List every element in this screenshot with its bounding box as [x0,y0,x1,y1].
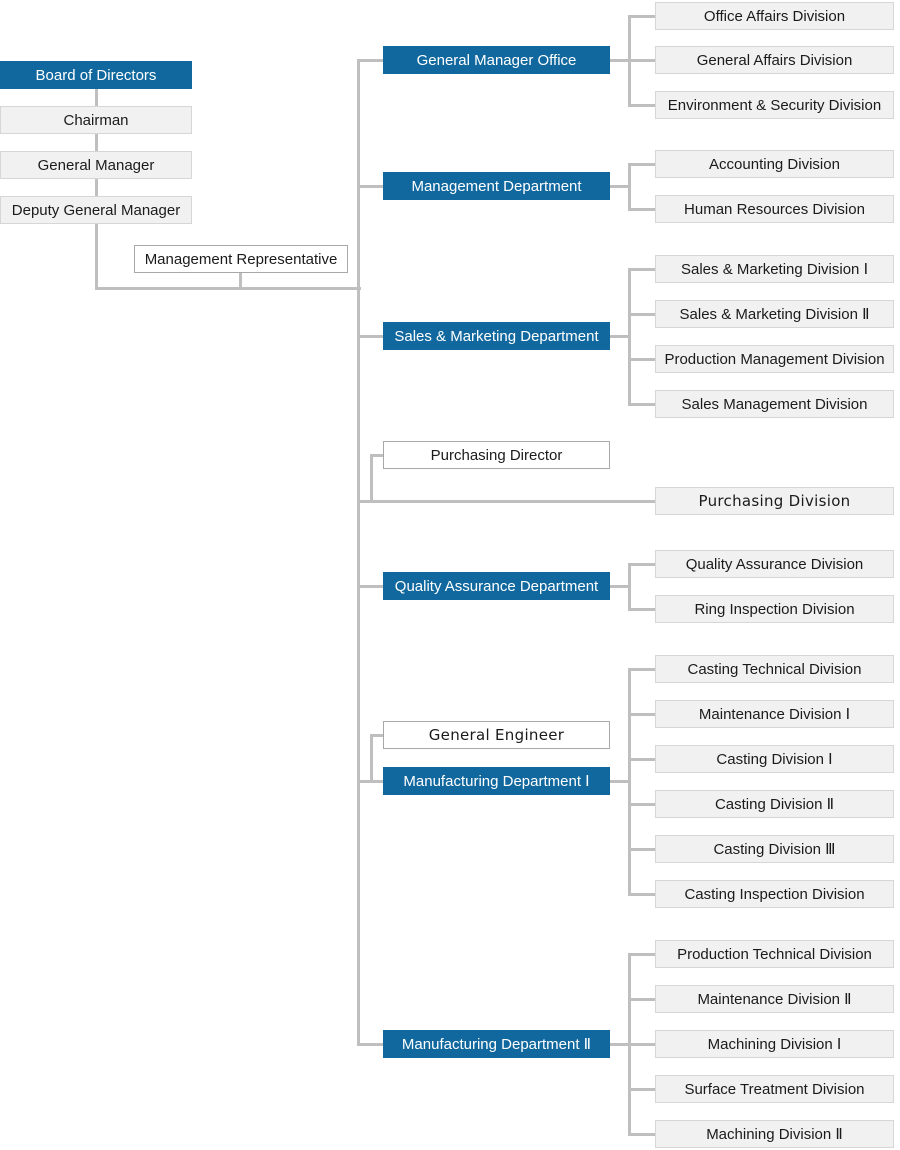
node-quality-assurance-division: Quality Assurance Division [655,550,894,578]
connector-line [628,268,655,271]
connector-line [95,224,98,290]
node-deputy-general-manager: Deputy General Manager [0,196,192,224]
connector-line [610,185,631,188]
connector-line [628,713,655,716]
node-management-department: Management Department [383,172,610,200]
connector-line [357,335,383,338]
connector-line [610,585,631,588]
node-sales-marketing-department: Sales & Marketing Department [383,322,610,350]
node-general-engineer: General Engineer [383,721,610,749]
node-maintenance-division-1: Maintenance Division Ⅰ [655,700,894,728]
node-accounting-division: Accounting Division [655,150,894,178]
node-manufacturing-department-1: Manufacturing Department Ⅰ [383,767,610,795]
node-production-technical-division: Production Technical Division [655,940,894,968]
connector-line [95,179,98,197]
connector-line [628,104,655,107]
connector-line [628,893,655,896]
connector-line [628,758,655,761]
connector-line [628,563,655,566]
connector-line [628,403,655,406]
connector-line [628,1133,655,1136]
connector-line [628,163,655,166]
connector-line [610,59,631,62]
node-casting-technical-division: Casting Technical Division [655,655,894,683]
connector-line [610,780,631,783]
connector-line [357,59,360,1046]
node-general-affairs-division: General Affairs Division [655,46,894,74]
connector-line [628,59,655,62]
connector-line [628,563,631,611]
node-board-of-directors: Board of Directors [0,61,192,89]
node-maintenance-division-2: Maintenance Division Ⅱ [655,985,894,1013]
connector-line [357,185,383,188]
connector-line [628,668,631,896]
connector-line [95,89,98,107]
connector-line [370,734,384,737]
node-office-affairs-division: Office Affairs Division [655,2,894,30]
node-general-manager-office: General Manager Office [383,46,610,74]
node-casting-division-2: Casting Division Ⅱ [655,790,894,818]
connector-line [357,59,383,62]
connector-line [628,668,655,671]
connector-line [610,1043,631,1046]
node-casting-inspection-division: Casting Inspection Division [655,880,894,908]
connector-line [628,208,655,211]
connector-line [357,1043,383,1046]
connector-line [357,585,383,588]
node-machining-division-1: Machining Division Ⅰ [655,1030,894,1058]
connector-line [628,1043,655,1046]
connector-line [95,287,361,290]
connector-line [628,803,655,806]
node-general-manager: General Manager [0,151,192,179]
node-surface-treatment-division: Surface Treatment Division [655,1075,894,1103]
connector-line [628,848,655,851]
connector-line [628,358,655,361]
connector-line [610,335,631,338]
node-sales-marketing-division-1: Sales & Marketing Division Ⅰ [655,255,894,283]
node-manufacturing-department-2: Manufacturing Department Ⅱ [383,1030,610,1058]
connector-line [95,134,98,152]
node-machining-division-2: Machining Division Ⅱ [655,1120,894,1148]
connector-line [370,454,384,457]
node-chairman: Chairman [0,106,192,134]
node-human-resources-division: Human Resources Division [655,195,894,223]
node-casting-division-3: Casting Division Ⅲ [655,835,894,863]
node-management-representative: Management Representative [134,245,348,273]
node-sales-management-division: Sales Management Division [655,390,894,418]
connector-line [357,500,655,503]
connector-line [628,998,655,1001]
connector-line [370,454,373,503]
node-purchasing-division: Purchasing Division [655,487,894,515]
connector-line [628,268,631,406]
connector-line [628,608,655,611]
connector-line [628,15,655,18]
node-ring-inspection-division: Ring Inspection Division [655,595,894,623]
node-production-management-division: Production Management Division [655,345,894,373]
connector-line [628,1088,655,1091]
connector-line [628,953,655,956]
connector-line [628,163,631,211]
node-casting-division-1: Casting Division Ⅰ [655,745,894,773]
node-sales-marketing-division-2: Sales & Marketing Division Ⅱ [655,300,894,328]
connector-line [239,273,242,290]
connector-line [628,313,655,316]
node-quality-assurance-department: Quality Assurance Department [383,572,610,600]
node-purchasing-director: Purchasing Director [383,441,610,469]
connector-line [370,734,373,783]
node-environment-security-division: Environment & Security Division [655,91,894,119]
